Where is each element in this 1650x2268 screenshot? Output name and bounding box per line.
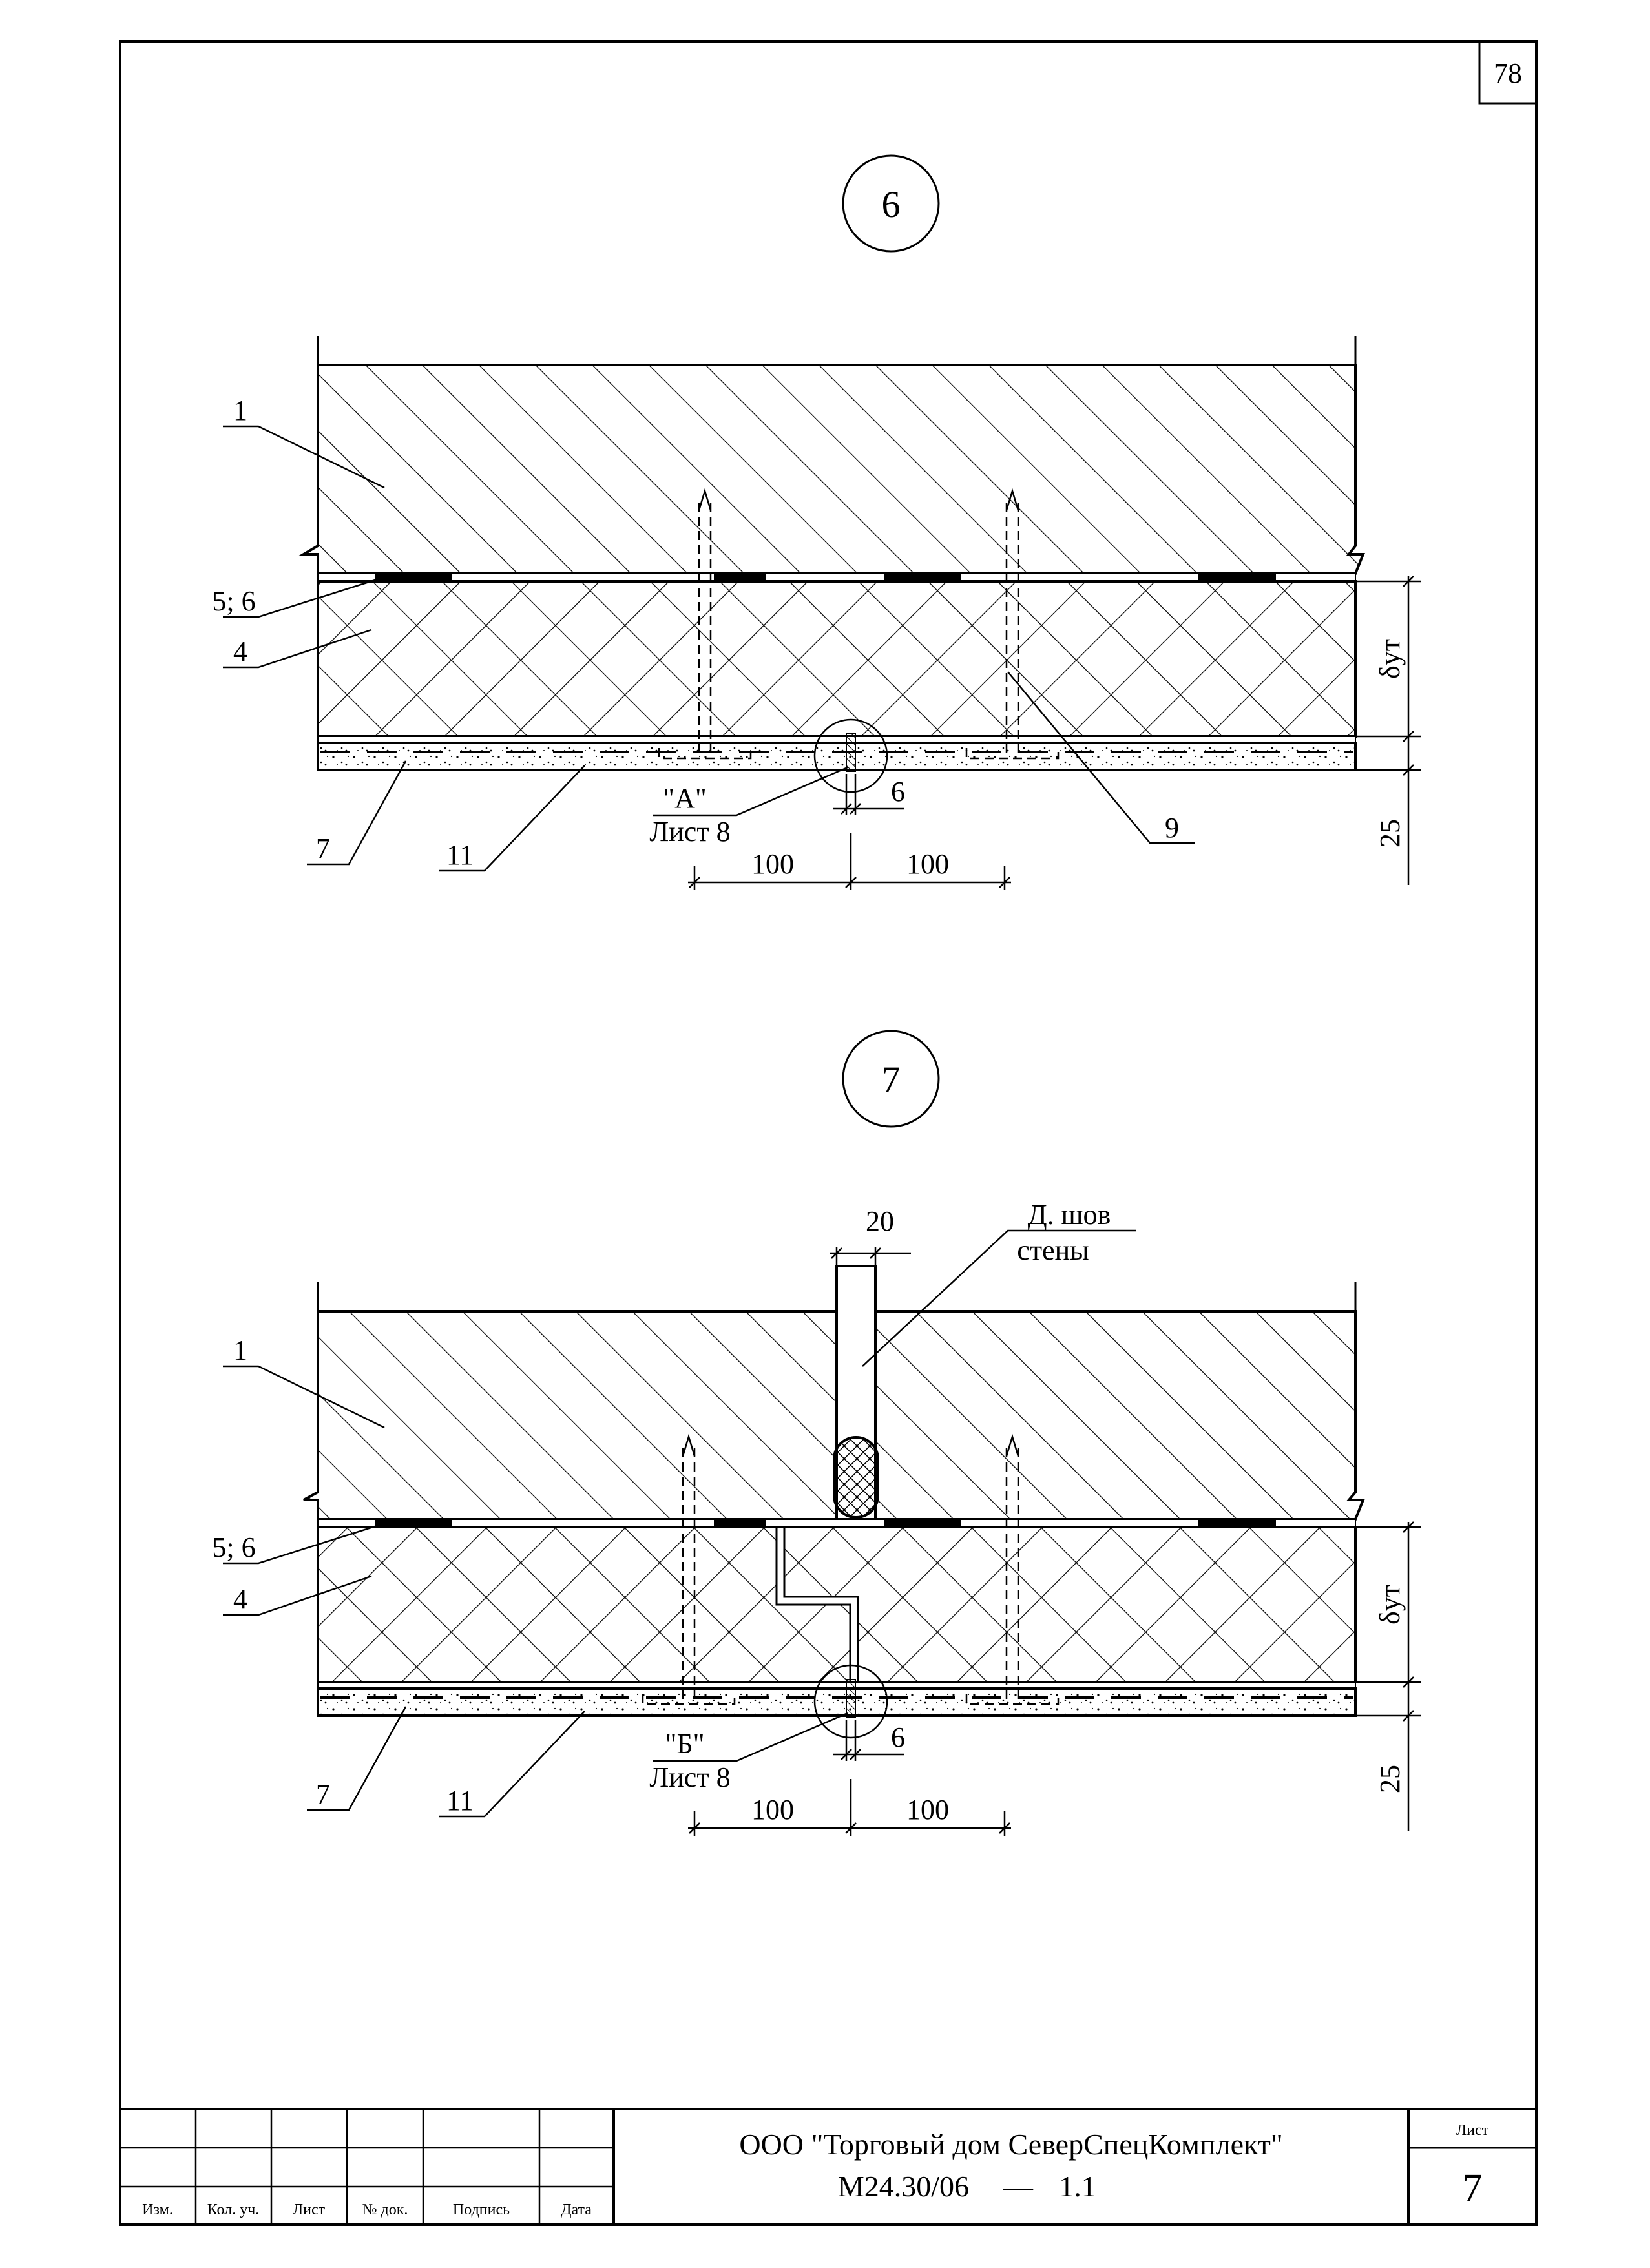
wall-section xyxy=(298,364,1365,575)
dim-plaster: 25 xyxy=(1374,819,1406,848)
detail-7: 7 xyxy=(212,1030,1421,1836)
callout-insulation: 4 xyxy=(233,636,247,667)
header-change: Изм. xyxy=(142,2201,173,2218)
detail-6-number: 6 xyxy=(882,183,901,225)
sheet-label: Лист xyxy=(1456,2122,1489,2139)
node-a-sheet: Лист 8 xyxy=(649,816,730,848)
page-number-box: 78 xyxy=(1478,40,1538,105)
detail-6-marker-circle xyxy=(842,154,940,253)
sheet-number: 7 xyxy=(1463,2167,1483,2211)
callout-insulation: 4 xyxy=(233,1583,247,1615)
callout-anchor: 9 xyxy=(1165,812,1179,844)
document-dash: — xyxy=(1003,2170,1034,2203)
header-date: Дата xyxy=(561,2201,592,2218)
callout-leaders xyxy=(223,425,1195,872)
title-block: Изм. Кол. уч. Лист № док. Подпись Дата О… xyxy=(119,2108,1538,2226)
dim-gap: 6 xyxy=(891,776,905,807)
joint-label-line2: стены xyxy=(1017,1234,1089,1266)
dim-insulation: δут xyxy=(1374,639,1406,679)
detail-7-number: 7 xyxy=(882,1059,901,1101)
document-suffix: 1.1 xyxy=(1059,2170,1096,2203)
callout-mesh: 7 xyxy=(316,1778,330,1810)
dimension-lines xyxy=(688,1247,1421,1836)
dim-right: 100 xyxy=(906,1794,949,1826)
header-doc: № док. xyxy=(362,2201,408,2218)
callout-leaders xyxy=(223,1229,1136,1818)
sealing-cord xyxy=(833,1436,879,1519)
plaster-gap xyxy=(846,733,856,772)
anchor-dowel xyxy=(642,1433,736,1705)
dim-plaster: 25 xyxy=(1374,1765,1406,1793)
header-count: Кол. уч. xyxy=(207,2201,260,2218)
dim-left: 100 xyxy=(751,1794,794,1826)
plaster-gap xyxy=(846,1679,856,1718)
header-signature: Подпись xyxy=(453,2201,510,2218)
callout-wall: 1 xyxy=(233,1335,247,1366)
anchor-dowel xyxy=(658,488,752,760)
node-b-mark: "Б" xyxy=(665,1728,704,1760)
detail-6: 6 xyxy=(212,154,1421,890)
dim-left: 100 xyxy=(751,848,794,880)
anchor-dowel xyxy=(965,488,1060,760)
plaster-layer xyxy=(317,1687,1357,1717)
node-b-sheet: Лист 8 xyxy=(649,1762,730,1793)
document-code: М24.30/06 xyxy=(838,2170,969,2203)
anchor-dowel xyxy=(965,1433,1060,1705)
header-sheet: Лист xyxy=(293,2201,326,2218)
plaster-layer xyxy=(317,742,1357,771)
callout-adhesive: 5; 6 xyxy=(212,585,255,617)
dim-right: 100 xyxy=(906,848,949,880)
organization-name: ООО "Торговый дом СеверСпецКомплект" xyxy=(739,2128,1282,2161)
callout-plaster: 11 xyxy=(446,1785,474,1816)
callout-mesh: 7 xyxy=(316,833,330,864)
joint-label-line1: Д. шов xyxy=(1028,1199,1111,1231)
page-number: 78 xyxy=(1494,57,1522,89)
callout-wall: 1 xyxy=(233,395,247,426)
detail-7-marker-circle xyxy=(842,1030,940,1128)
callout-adhesive: 5; 6 xyxy=(212,1532,255,1563)
revision-grid xyxy=(120,2109,614,2225)
callout-plaster: 11 xyxy=(446,839,474,871)
dimension-lines xyxy=(688,576,1421,890)
dim-gap: 6 xyxy=(891,1722,905,1753)
dim-joint-width: 20 xyxy=(866,1205,894,1237)
title-block-frame xyxy=(119,2108,1538,2226)
dim-insulation: δут xyxy=(1374,1585,1406,1625)
node-a-mark: "А" xyxy=(663,782,707,814)
node-b-circle xyxy=(813,1664,888,1739)
node-a-circle xyxy=(813,718,888,793)
insulation-layer xyxy=(317,580,1357,738)
